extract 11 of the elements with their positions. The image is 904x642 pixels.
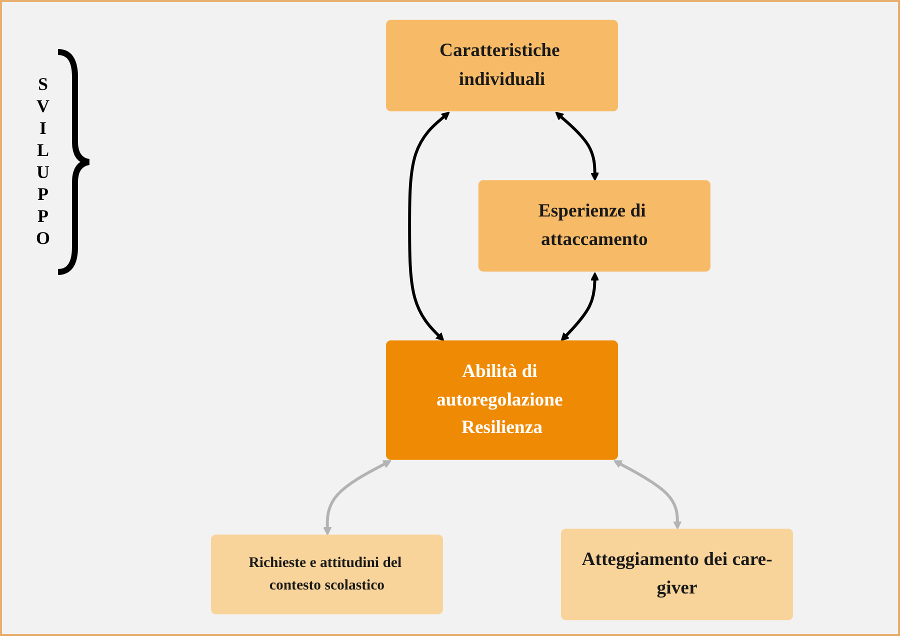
node-box: Abilità di autoregolazione Resilienza — [386, 340, 618, 460]
node-box: Esperienze di attaccamento — [478, 180, 710, 272]
vertical-label: SVILUPPO — [32, 74, 53, 250]
node-box: Richieste e attitudini del contesto scolastico — [210, 534, 443, 614]
arrow — [614, 460, 682, 530]
arrow — [560, 272, 600, 342]
arrow — [555, 112, 600, 182]
arrow — [323, 460, 392, 536]
node-box: Atteggiamento dei care-giver — [561, 528, 794, 620]
node-box: Caratteristiche individuali — [386, 20, 618, 112]
arrow — [408, 112, 450, 342]
